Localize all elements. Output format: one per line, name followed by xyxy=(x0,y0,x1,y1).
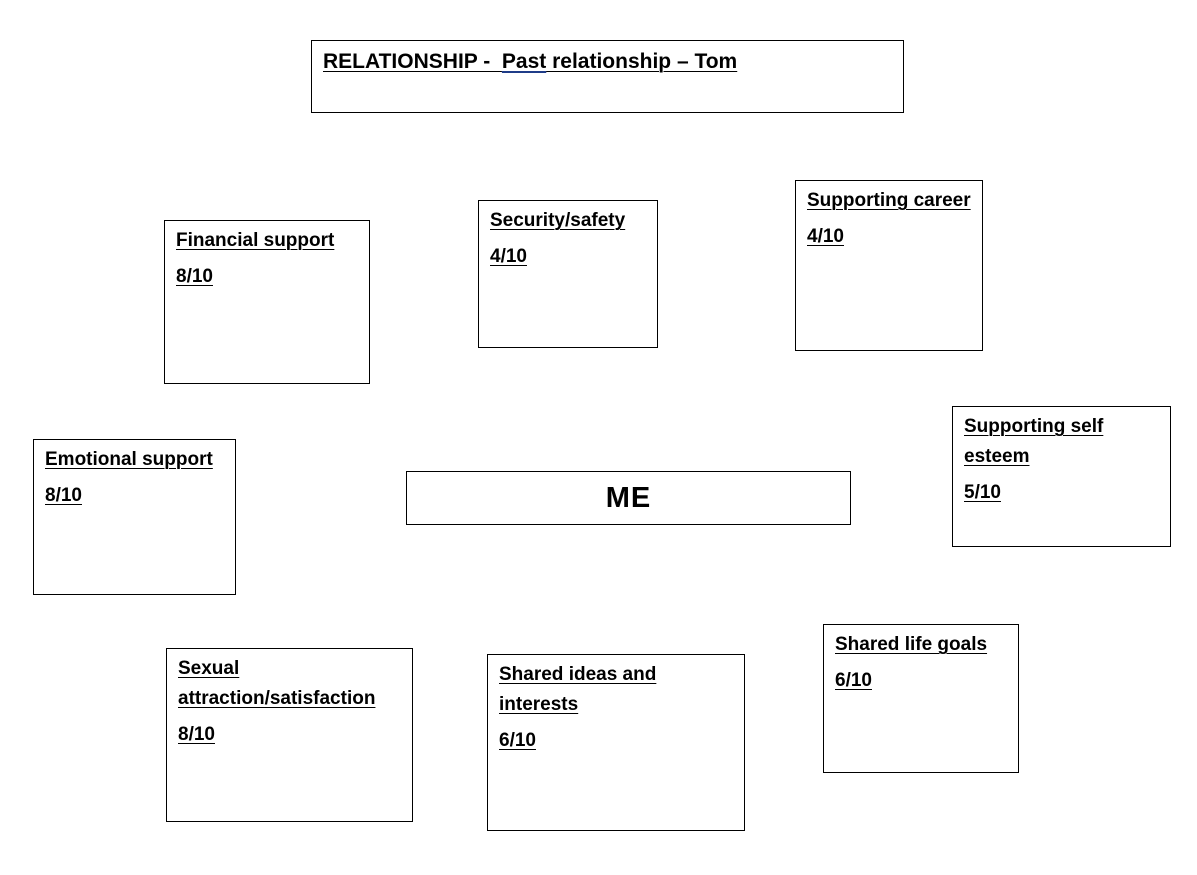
diagram-title: RELATIONSHIP - Past relationship – Tom xyxy=(323,50,737,73)
center-me-box: ME xyxy=(406,471,851,525)
box-score: 6/10 xyxy=(499,730,536,751)
box-shared-life-goals: Shared life goals 6/10 xyxy=(823,624,1019,773)
box-label: Supporting career xyxy=(807,190,971,211)
box-emotional-support: Emotional support 8/10 xyxy=(33,439,236,595)
box-score: 6/10 xyxy=(835,670,872,691)
box-label: Security/safety xyxy=(490,210,626,231)
box-score: 8/10 xyxy=(178,724,215,745)
box-supporting-career: Supporting career 4/10 xyxy=(795,180,983,351)
box-sexual-attraction: Sexual attraction/satisfaction 8/10 xyxy=(166,648,413,822)
box-label: Emotional support xyxy=(45,449,213,470)
center-me-label: ME xyxy=(605,481,652,514)
title-prefix: RELATIONSHIP - xyxy=(323,50,502,73)
box-label: Sexual attraction/satisfaction xyxy=(178,658,376,709)
title-suffix: relationship – Tom xyxy=(546,50,738,73)
box-financial-support: Financial support 8/10 xyxy=(164,220,370,384)
box-score: 8/10 xyxy=(176,266,213,287)
box-score: 4/10 xyxy=(490,246,527,267)
box-score: 5/10 xyxy=(964,482,1001,503)
box-label: Shared life goals xyxy=(835,634,988,655)
title-spellchecked-word: Past xyxy=(501,50,547,73)
box-shared-ideas: Shared ideas and interests 6/10 xyxy=(487,654,745,831)
box-supporting-self-esteem: Supporting self esteem 5/10 xyxy=(952,406,1171,547)
box-score: 4/10 xyxy=(807,226,844,247)
box-security-safety: Security/safety 4/10 xyxy=(478,200,658,348)
box-label: Shared ideas and interests xyxy=(499,664,657,715)
box-label: Financial support xyxy=(176,230,335,251)
box-label: Supporting self esteem xyxy=(964,416,1104,467)
diagram-title-box: RELATIONSHIP - Past relationship – Tom xyxy=(311,40,904,113)
box-score: 8/10 xyxy=(45,485,82,506)
